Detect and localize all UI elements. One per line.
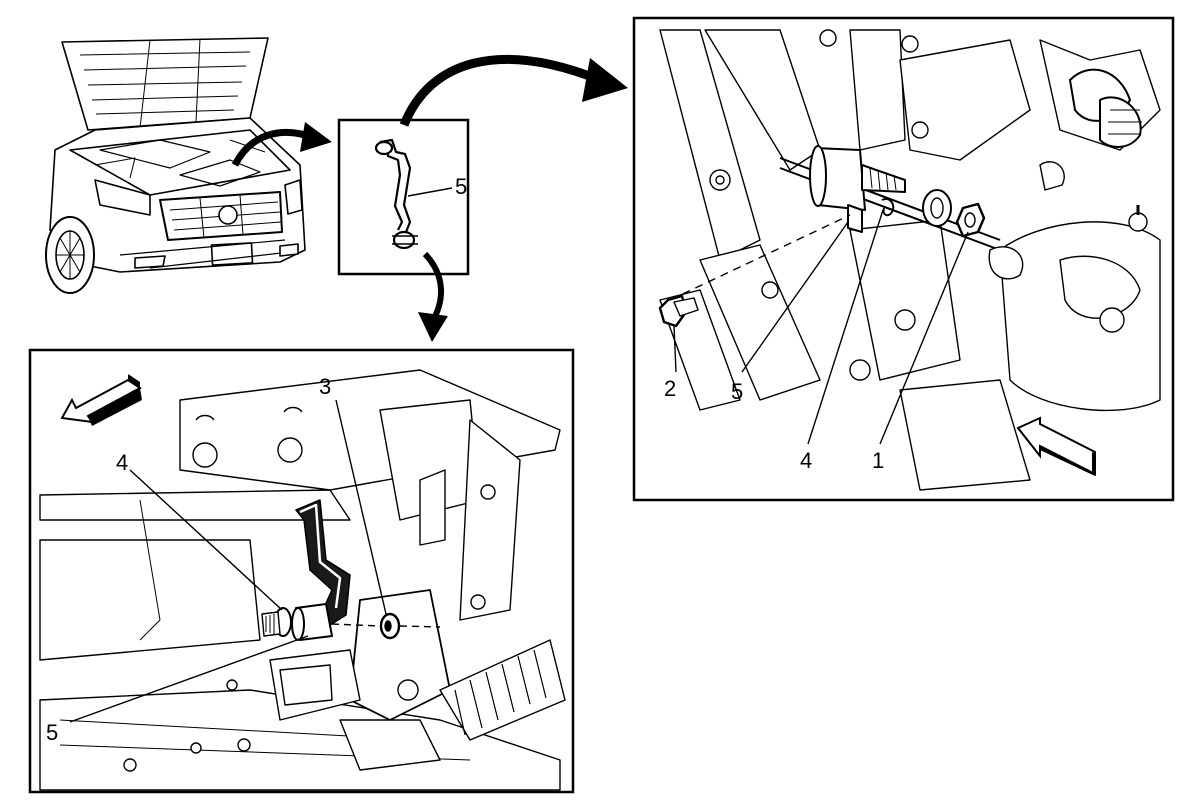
right-callout-5: 5 [731,379,743,404]
left-detail-drawing [39,369,566,791]
pointer-arrow-head-left [418,312,448,342]
right-detail-drawing [658,29,1161,491]
pointer-arrow-head-right [582,58,628,102]
left-callout-4: 4 [116,450,128,475]
overview-leader-5 [407,187,453,197]
pointer-arrow-head [300,122,332,152]
right-callout-1: 1 [872,448,884,473]
part-inset-frame [337,118,470,276]
left-detail-leaders [69,399,387,723]
right-callout-2: 2 [664,376,676,401]
left-callout-3: 3 [319,374,331,399]
right-callout-4: 4 [800,448,812,473]
stabilizer-link-icon [374,138,418,250]
overview-callout-5: 5 [455,174,467,199]
forward-direction-arrow-right [1016,416,1096,476]
right-detail-leaders [673,209,969,445]
vehicle-overview [45,37,306,294]
pointer-arrow-to-right-detail [399,55,602,127]
left-callout-5: 5 [46,720,58,745]
forward-direction-arrow-left [60,374,142,426]
